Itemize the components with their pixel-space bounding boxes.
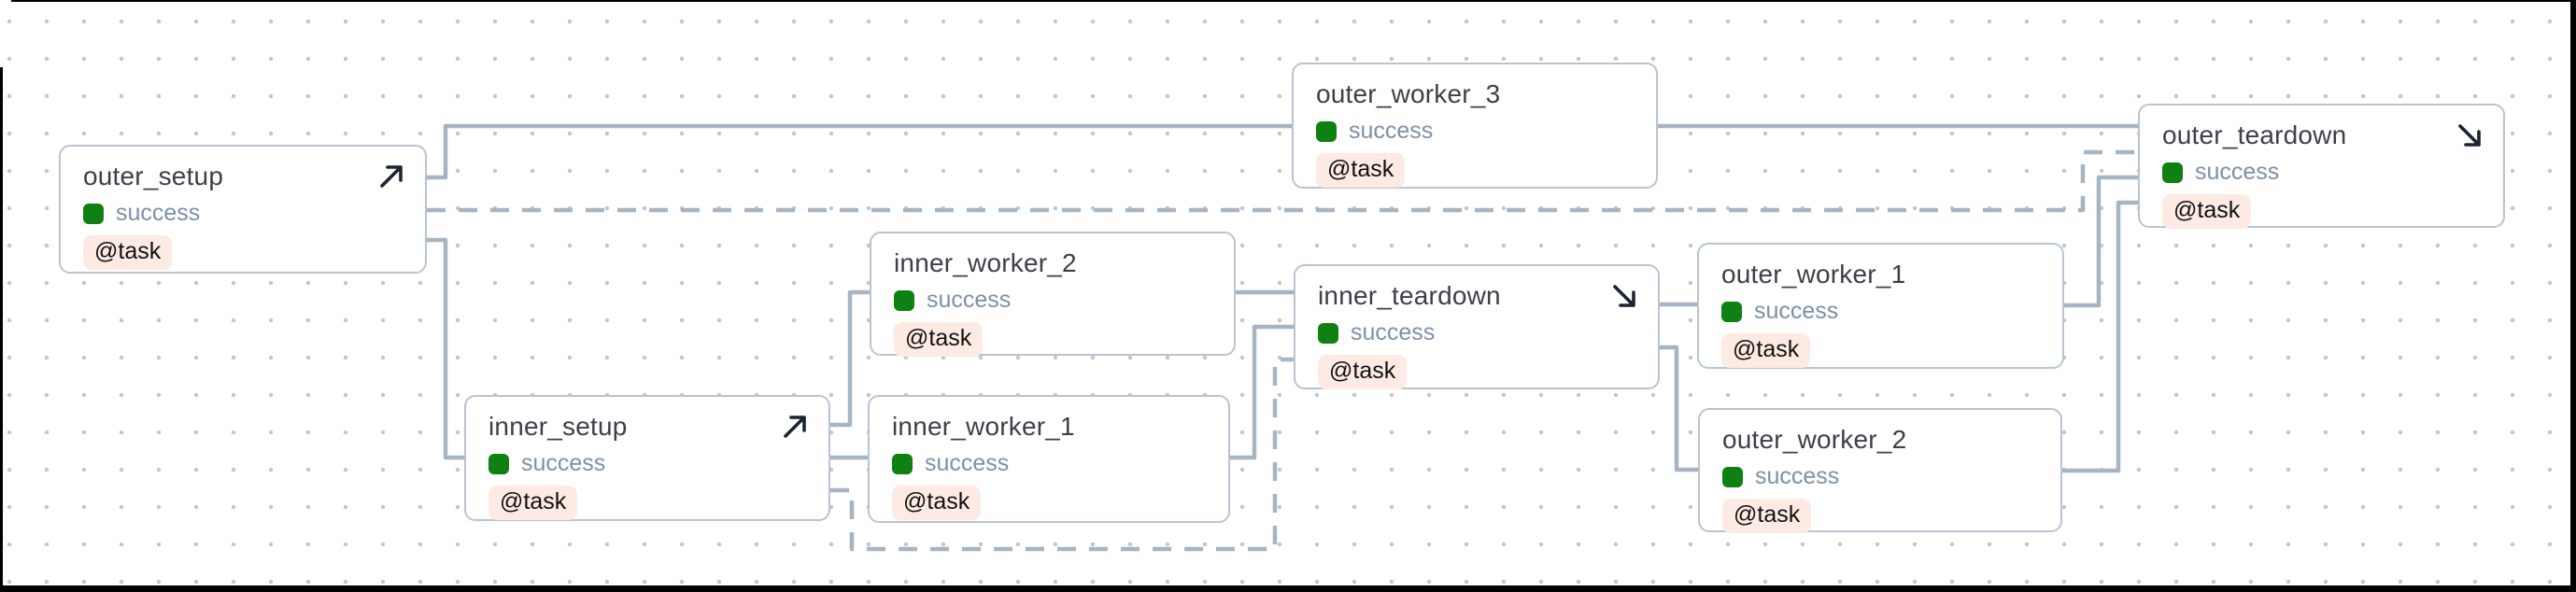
task-decorator-badge: @task: [894, 322, 984, 357]
task-status-label: success: [2195, 159, 2280, 185]
success-square-icon: [894, 289, 914, 311]
task-status-row: success: [83, 200, 404, 227]
task-node-outer_worker_1[interactable]: outer_worker_1 success @task: [1697, 243, 2064, 369]
window-border-bottom: [0, 585, 2576, 592]
task-status-label: success: [1349, 118, 1434, 144]
success-square-icon: [892, 453, 913, 474]
task-decorator-badge: @task: [892, 486, 982, 520]
task-node-inner_worker_1[interactable]: inner_worker_1 success @task: [868, 395, 1230, 523]
task-decorator-badge: @task: [1721, 333, 1811, 368]
task-decorator-badge: @task: [1722, 499, 1812, 533]
task-title: outer_teardown: [2162, 120, 2347, 149]
window-border-left: [0, 67, 3, 592]
edge-outer_setup-inner_setup: [427, 237, 464, 460]
success-square-icon: [1316, 120, 1337, 142]
task-status-row: success: [894, 287, 1213, 314]
task-status-label: success: [521, 450, 606, 476]
task-status-label: success: [927, 287, 1012, 313]
success-square-icon: [1722, 466, 1743, 487]
task-title: outer_worker_2: [1722, 425, 1907, 454]
task-status-row: success: [1721, 298, 2042, 325]
task-title: outer_worker_3: [1316, 79, 1501, 108]
task-status-row: success: [892, 450, 1208, 477]
task-title: outer_worker_1: [1721, 260, 1906, 289]
success-square-icon: [1721, 301, 1742, 322]
task-node-inner_teardown[interactable]: inner_teardown success @task: [1294, 264, 1660, 389]
task-node-inner_worker_2[interactable]: inner_worker_2 success @task: [870, 232, 1236, 357]
task-status-row: success: [1316, 118, 1635, 145]
edge-inner_setup-inner_worker_2: [830, 289, 870, 428]
task-title: inner_worker_2: [894, 248, 1077, 277]
setup-arrow-icon: [778, 410, 812, 444]
task-title: outer_setup: [83, 162, 224, 190]
edge-inner_worker_1-inner_teardown: [1230, 324, 1294, 460]
success-square-icon: [488, 453, 509, 474]
edge-outer_worker_2-outer_teardown: [2062, 200, 2138, 473]
task-status-label: success: [1351, 319, 1436, 345]
task-title: inner_worker_1: [892, 412, 1075, 441]
task-status-label: success: [116, 200, 201, 226]
success-square-icon: [2162, 162, 2183, 183]
success-square-icon: [83, 203, 104, 224]
edge-inner_setup-inner_teardown: [830, 357, 1294, 552]
task-status-label: success: [925, 450, 1010, 476]
edge-outer_setup-outer_worker_3: [427, 123, 1292, 180]
task-status-row: success: [1722, 463, 2040, 490]
task-node-outer_worker_3[interactable]: outer_worker_3 success @task: [1292, 63, 1658, 189]
task-status-row: success: [488, 450, 808, 477]
edge-outer_setup-outer_teardown: [427, 149, 2138, 213]
task-decorator-badge: @task: [488, 486, 578, 520]
success-square-icon: [1318, 322, 1338, 344]
edge-outer_worker_1-outer_teardown: [2064, 175, 2138, 308]
teardown-arrow-icon: [2453, 119, 2486, 152]
task-node-inner_setup[interactable]: inner_setup success @task: [464, 395, 830, 521]
task-node-outer_setup[interactable]: outer_setup success @task: [59, 145, 427, 274]
setup-arrow-icon: [375, 160, 408, 193]
task-node-outer_teardown[interactable]: outer_teardown success @task: [2138, 104, 2505, 229]
window-border-right: [2570, 0, 2576, 592]
task-status-row: success: [2162, 159, 2483, 186]
task-status-row: success: [1318, 319, 1637, 346]
task-title: inner_teardown: [1318, 281, 1501, 310]
teardown-arrow-icon: [1607, 279, 1641, 313]
task-title: inner_setup: [488, 412, 628, 441]
task-status-label: success: [1755, 463, 1840, 489]
task-decorator-badge: @task: [83, 235, 173, 270]
task-decorator-badge: @task: [2162, 194, 2252, 229]
edge-inner_teardown-outer_worker_2: [1660, 345, 1698, 472]
task-decorator-badge: @task: [1316, 153, 1406, 188]
task-status-label: success: [1754, 298, 1839, 324]
task-decorator-badge: @task: [1318, 355, 1408, 389]
window-border-top: [11, 0, 2576, 2]
task-node-outer_worker_2[interactable]: outer_worker_2 success @task: [1698, 408, 2062, 533]
